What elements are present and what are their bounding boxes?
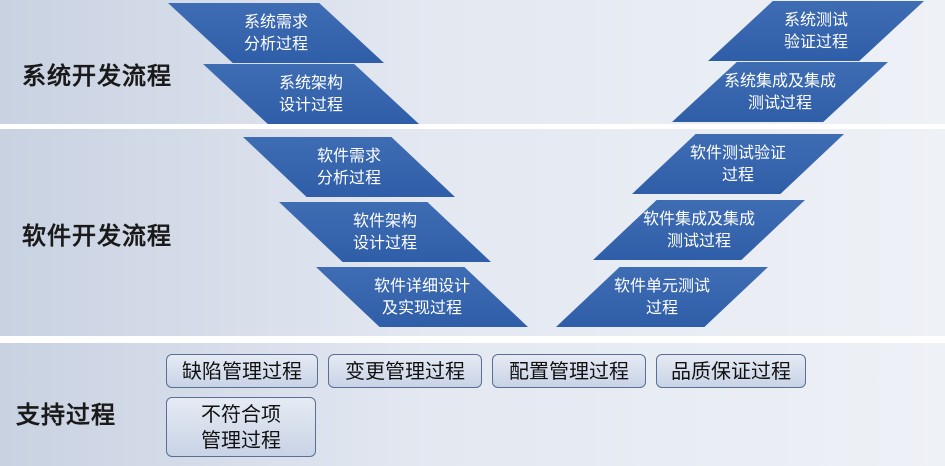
system-integration-test-shape: 系统集成及集成 测试过程	[672, 62, 888, 122]
software-band-label: 软件开发流程	[22, 221, 172, 250]
system-requirements-analysis-shape: 系统需求 分析过程	[168, 3, 384, 63]
support-band-label: 支持过程	[16, 400, 116, 429]
software-test-verification-shape: 软件测试验证 过程	[632, 134, 844, 194]
software-integration-test-shape: 软件集成及集成 测试过程	[593, 200, 805, 260]
system-test-verification-shape: 系统测试 验证过程	[708, 1, 924, 61]
software-requirements-analysis-shape: 软件需求 分析过程	[243, 137, 455, 197]
configuration-management-box: 配置管理过程	[492, 354, 646, 388]
system-band-label: 系统开发流程	[22, 61, 172, 90]
system-architecture-design-shape: 系统架构 设计过程	[203, 64, 419, 124]
nonconformity-management-box: 不符合项 管理过程	[166, 397, 316, 457]
software-unit-test-shape: 软件单元测试 过程	[556, 267, 768, 327]
software-detailed-design-shape: 软件详细设计 及实现过程	[316, 267, 528, 327]
defect-management-box: 缺陷管理过程	[166, 354, 318, 388]
software-architecture-design-shape: 软件架构 设计过程	[279, 202, 491, 262]
quality-assurance-box: 品质保证过程	[656, 354, 806, 388]
change-management-box: 变更管理过程	[328, 354, 482, 388]
